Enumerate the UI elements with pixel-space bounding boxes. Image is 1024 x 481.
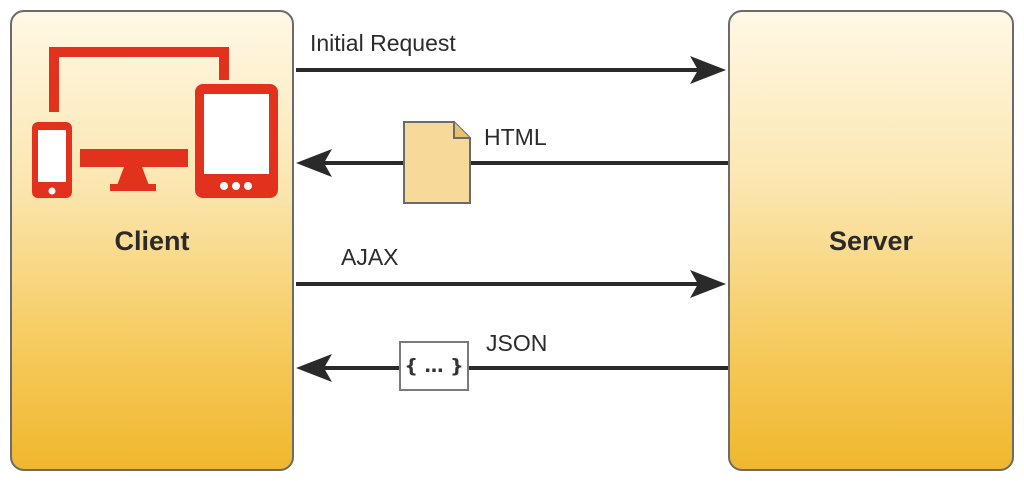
message-label-initial-request: Initial Request <box>310 30 456 56</box>
message-label-ajax: AJAX <box>341 244 399 270</box>
client-label: Client <box>114 226 190 256</box>
server-label: Server <box>828 226 914 256</box>
server-box: Server <box>728 10 1014 471</box>
arrow-ajax <box>296 270 726 298</box>
message-label-json: JSON <box>486 330 548 356</box>
json-payload-icon: { … } <box>399 341 469 391</box>
arrow-initial-request <box>296 56 726 84</box>
client-box: Client <box>10 10 294 471</box>
message-label-html: HTML <box>484 124 547 150</box>
arrow-json <box>296 354 728 382</box>
devices-icon <box>32 47 278 198</box>
document-icon <box>403 121 471 204</box>
arrow-html <box>296 149 728 177</box>
